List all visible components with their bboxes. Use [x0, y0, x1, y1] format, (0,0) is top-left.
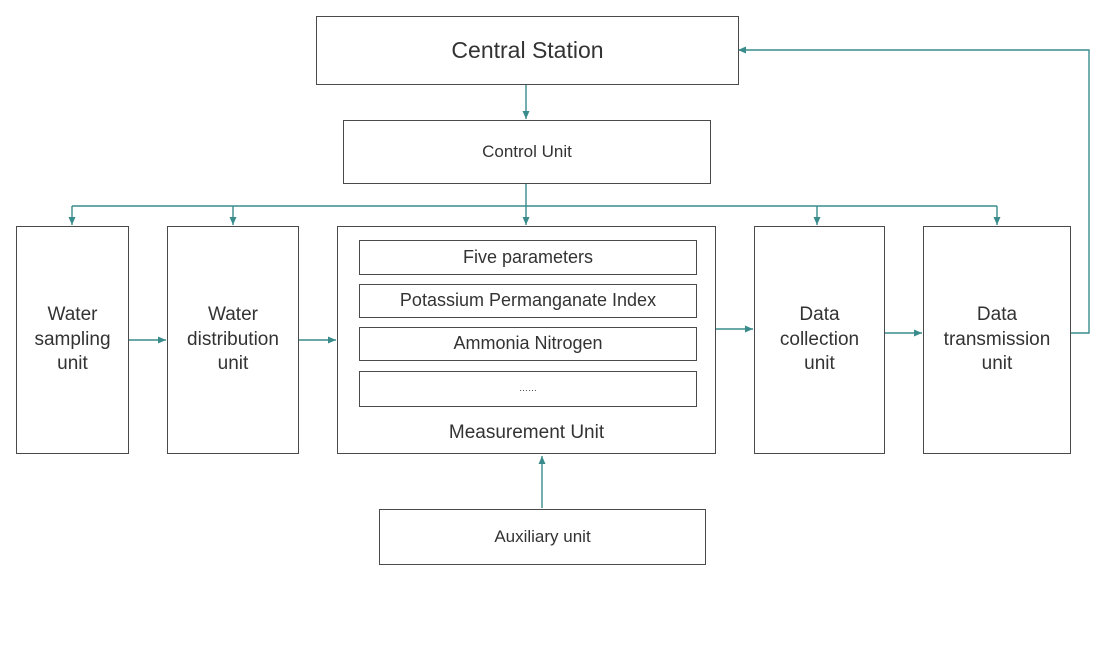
measurement-item-potassium-permanganate-index: Potassium Permanganate Index: [359, 284, 697, 318]
data-transmission-unit-label-line1: Data: [976, 303, 1018, 325]
data-collection-unit-label-line3: unit: [804, 353, 835, 375]
data-transmission-unit-label-line3: unit: [981, 353, 1013, 375]
auxiliary-unit-box: Auxiliary unit: [379, 509, 706, 565]
water-sampling-unit-label-line3: unit: [57, 353, 88, 375]
measurement-item-label: Five parameters: [462, 246, 594, 267]
water-distribution-unit-label-line1: Water: [208, 303, 258, 325]
data-collection-unit-label-line2: collection: [779, 328, 860, 350]
measurement-unit-box: Five parameters Potassium Permanganate I…: [337, 226, 716, 454]
water-distribution-unit-box: Water distribution unit: [167, 226, 299, 454]
central-station-label: Central Station: [451, 36, 604, 63]
water-sampling-unit-label-line1: Water: [47, 303, 98, 325]
water-distribution-unit-label-line2: distribution: [187, 328, 279, 350]
water-sampling-unit-box: Water sampling unit: [16, 226, 129, 454]
measurement-item-label: Ammonia Nitrogen: [453, 333, 603, 354]
measurement-item-ellipsis: ……: [359, 371, 697, 407]
measurement-item-label: Potassium Permanganate Index: [399, 290, 657, 311]
measurement-item-ammonia-nitrogen: Ammonia Nitrogen: [359, 327, 697, 361]
water-sampling-unit-label-line2: sampling: [34, 328, 111, 350]
water-distribution-unit-label-line3: unit: [217, 353, 249, 375]
data-collection-unit-box: Data collection unit: [754, 226, 885, 454]
control-unit-box: Control Unit: [343, 120, 711, 184]
data-transmission-unit-box: Data transmission unit: [923, 226, 1071, 454]
auxiliary-unit-label: Auxiliary unit: [494, 526, 591, 546]
measurement-item-five-parameters: Five parameters: [359, 240, 697, 275]
arrow-transmission-to-central: [738, 46, 1090, 334]
control-unit-label: Control Unit: [482, 141, 572, 161]
central-station-box: Central Station: [316, 16, 739, 85]
measurement-unit-label: Measurement Unit: [448, 422, 605, 443]
measurement-item-label: ……: [519, 383, 537, 394]
data-transmission-unit-label-line2: transmission: [943, 328, 1051, 350]
data-collection-unit-label-line1: Data: [799, 303, 840, 325]
